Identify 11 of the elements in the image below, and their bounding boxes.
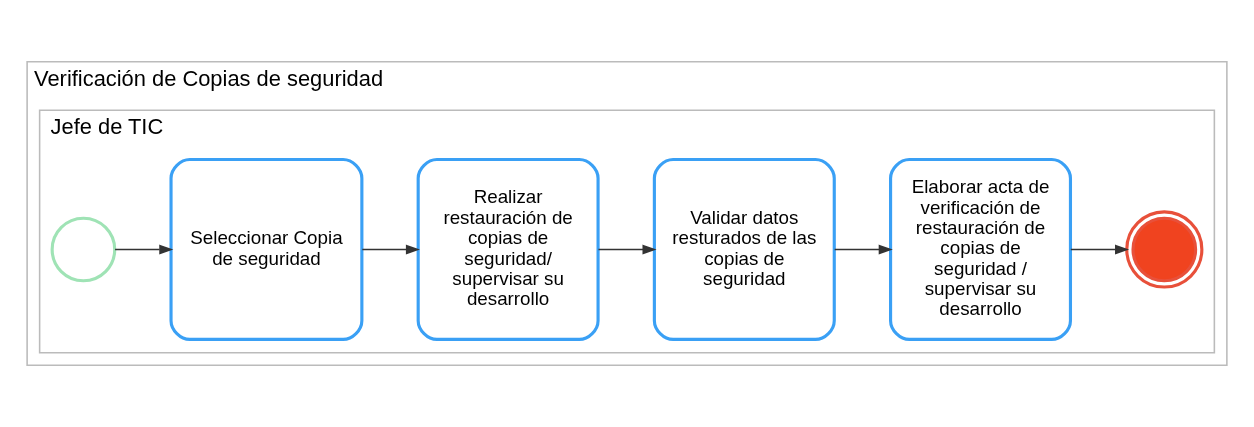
node-box: Realizar restauración de copias de seguridad/ supervisar su desarrollo: [416, 157, 600, 341]
node-box: Seleccionar Copia de seguridad: [169, 157, 364, 341]
node-box: Validar datos resturados de las copias de seguridad: [652, 157, 836, 341]
arrow: [114, 244, 174, 255]
node-box: Elaborar acta de verificación de restauración de copias de seguridad / supervisar su desarrollo: [889, 157, 1073, 341]
arrow: [1070, 244, 1130, 255]
node-circle: [1125, 210, 1204, 289]
node-circle: [50, 216, 117, 283]
arrow: [597, 244, 657, 255]
arrow: [361, 244, 420, 255]
arrow: [833, 244, 893, 255]
